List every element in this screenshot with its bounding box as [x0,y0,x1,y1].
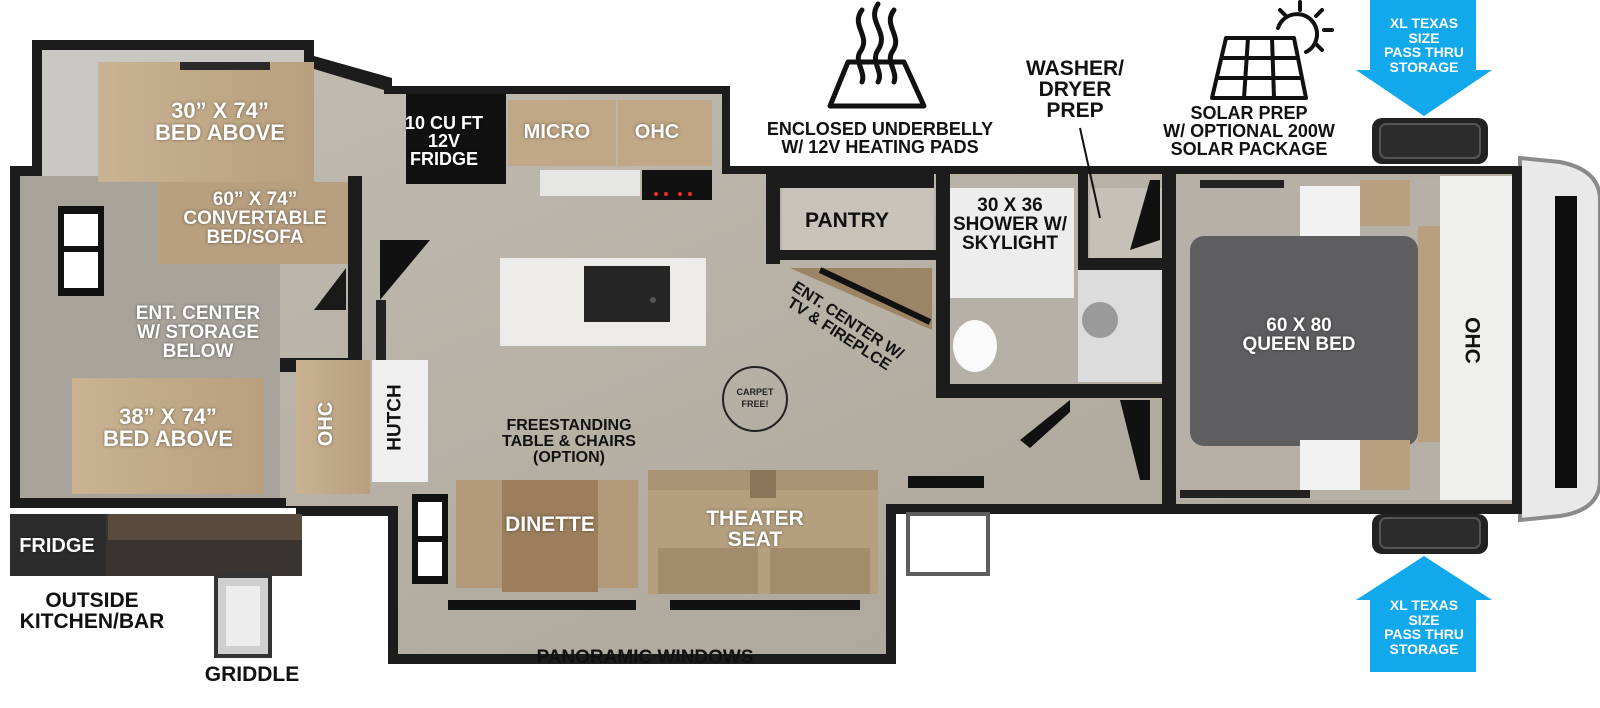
island-sink [584,266,670,322]
ohc-left-cabinet [296,360,370,494]
convertable-text: CONVERTABLE [183,208,327,229]
pantry-label: PANTRY [805,209,889,232]
hutch-label: HUTCH [384,384,406,451]
pantry [782,188,934,250]
outside-kitchen-line2: KITCHEN/BAR [19,610,165,633]
ent-center-left-line2: W/ STORAGE [136,322,260,343]
outside-kitchen-label: OUTSIDE KITCHEN/BAR [4,590,180,632]
bed-above-top-label: 30” X 74” BED ABOVE [130,100,310,144]
arrow-up-icon [1356,556,1492,672]
shower-line2: SHOWER W/ [953,214,1067,235]
ent-center-left-label: ENT. CENTER W/ STORAGE BELOW [108,304,288,361]
fridge-inside-line2: 12V [427,131,461,151]
bed-above-top [98,62,314,182]
hutch [372,360,428,482]
ent-center-left-line1: ENT. CENTER [135,303,261,324]
bed-above-top-text: BED ABOVE [155,120,285,145]
ohc-left-label: OHC [315,401,337,447]
fridge-inside-line3: FRIDGE [409,149,478,169]
panoramic-windows-label: PANORAMIC WINDOWS [536,647,754,668]
theater-seat-line2: SEAT [727,528,783,551]
washer-line1: WASHER/ [1025,57,1124,80]
storage-top-line2: PASS THRU [1384,44,1464,61]
freestanding-line1: FREESTANDING [506,417,632,434]
ohc-kitchen-cabinet [618,100,712,166]
convertable-sofa [158,182,350,264]
storage-bottom-line3: STORAGE [1389,641,1459,658]
underbelly-line1: ENCLOSED UNDERBELLY [766,119,994,139]
bed-above-bottom-size: 38” X 74” [119,404,217,429]
micro-cabinet [508,100,616,166]
arrow-down-icon [1356,0,1492,116]
storage-bottom-line1: XL TEXAS SIZE [1389,597,1459,628]
queen-bed-label: 60 X 80 QUEEN BED [1224,316,1374,354]
shower [950,188,1074,298]
storage-callout-top: XL TEXAS SIZE PASS THRU STORAGE [1374,16,1474,75]
theater-seat-line1: THEATER [706,507,804,530]
solar-line1: SOLAR PREP [1190,103,1308,123]
storage-top-line3: STORAGE [1389,59,1459,76]
solar-line3: SOLAR PACKAGE [1170,139,1328,159]
panoramic-window-1 [448,600,636,610]
fridge-outside-label: FRIDGE [19,535,95,557]
dinette-label: DINETTE [505,513,595,536]
headboard [1418,226,1440,442]
bed-above-bottom-text: BED ABOVE [103,426,233,451]
freestanding-line2: TABLE & CHAIRS [502,433,636,450]
griddle-label: GRIDDLE [204,663,300,686]
underbelly-label: ENCLOSED UNDERBELLY W/ 12V HEATING PADS [748,120,1012,156]
queen-bed-size: 60 X 80 [1266,315,1332,336]
bed-above-bottom [72,378,264,494]
ohc-right-cabinet [1440,176,1512,500]
carpet-free-line2: FREE! [741,399,769,409]
bed-above-bottom-label: 38” X 74” BED ABOVE [78,406,258,450]
freestanding-label: FREESTANDING TABLE & CHAIRS (OPTION) [484,418,654,466]
dinette-table [502,480,598,592]
carpet-free-badge-icon: CARPET FREE! [722,366,788,432]
ohc-right-label: OHC [1460,317,1484,364]
entry-step [906,512,990,576]
convertable-size: 60” X 74” [212,189,298,210]
shower-label: 30 X 36 SHOWER W/ SKYLIGHT [948,196,1072,253]
toilet [953,320,997,372]
queen-bed [1190,236,1418,446]
bath-sink [1082,302,1118,338]
washer-line3: PREP [1046,99,1104,122]
storage-bottom-line2: PASS THRU [1384,626,1464,643]
storage-top-line1: XL TEXAS SIZE [1389,15,1459,46]
shower-line3: SKYLIGHT [961,233,1059,254]
sun-icon [1276,0,1334,54]
shower-line1: 30 X 36 [977,195,1043,216]
queen-bed-text: QUEEN BED [1242,334,1356,355]
ent-center-left-line3: BELOW [162,341,234,362]
ent-center-diag [790,268,932,330]
storage-callout-bottom: XL TEXAS SIZE PASS THRU STORAGE [1374,598,1474,657]
washer-dryer-label: WASHER/ DRYER PREP [1010,58,1140,121]
panoramic-window-2 [670,600,860,610]
bed-above-top-size: 30” X 74” [171,98,269,123]
theater-seat-label: THEATER SEAT [690,508,820,550]
carpet-free-line1: CARPET [736,387,774,398]
micro-label: MICRO [523,121,591,143]
fridge-inside [406,94,506,184]
outside-kitchen-line1: OUTSIDE [45,589,139,612]
heat-pad-icon [827,1,927,109]
ohc-kitchen-label: OHC [634,121,680,143]
solar-line2: W/ OPTIONAL 200W [1163,121,1335,141]
solar-label: SOLAR PREP W/ OPTIONAL 200W SOLAR PACKAG… [1136,104,1362,158]
fridge-inside-line1: 10 CU FT [404,113,483,133]
convertable-label: 60” X 74” CONVERTABLE BED/SOFA [150,190,360,247]
solar-panel-icon [1210,36,1308,100]
underbelly-line2: W/ 12V HEATING PADS [781,137,979,157]
convertable-type: BED/SOFA [206,227,304,248]
freestanding-line3: (OPTION) [533,449,605,466]
fridge-inside-label: 10 CU FT 12V FRIDGE [404,114,484,168]
washer-line2: DRYER [1038,78,1112,101]
